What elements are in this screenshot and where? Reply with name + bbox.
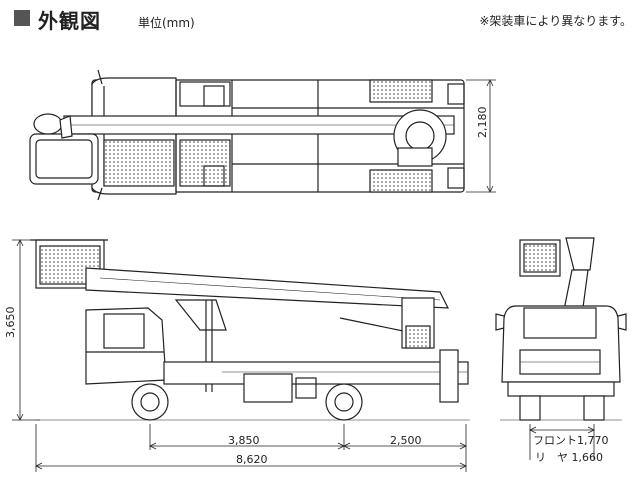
top-view-drawing: [29, 69, 465, 201]
wheelbase-label: 3,850: [228, 434, 260, 447]
front-tread-dimensions: [529, 424, 595, 460]
top-width-dimension: [466, 79, 496, 193]
top-width-label: 2,180: [476, 106, 489, 139]
note-label: ※架装車により異なります。: [479, 14, 632, 28]
unit-label: 単位(mm): [138, 16, 195, 30]
side-view-drawing: [30, 239, 470, 421]
side-dimensions: [12, 239, 467, 472]
rear-tread-label: リ ヤ 1,660: [535, 451, 603, 464]
header-square-icon: [14, 10, 30, 26]
height-label: 3,650: [4, 306, 17, 339]
rear-overhang-label: 2,500: [390, 434, 422, 447]
front-view-drawing: [495, 237, 627, 421]
overall-length-label: 8,620: [236, 453, 268, 466]
front-tread-label: フロント1,770: [533, 434, 609, 447]
page-title: 外観図: [38, 9, 101, 33]
